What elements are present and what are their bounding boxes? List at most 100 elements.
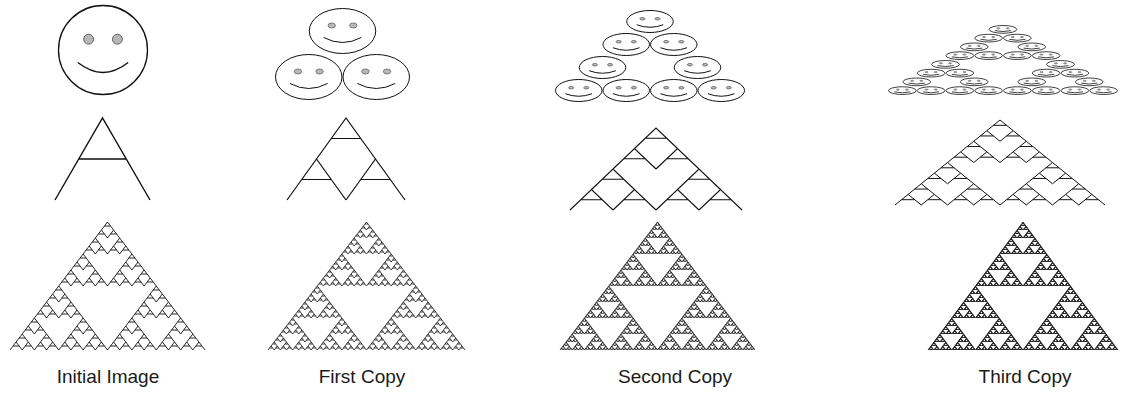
face-outline: [59, 6, 148, 95]
face-outline: [579, 57, 626, 79]
face-outline: [1061, 87, 1089, 95]
face-eye: [934, 71, 937, 72]
face-smile: [708, 94, 735, 97]
face-smile: [1038, 74, 1054, 76]
face-outline: [1018, 43, 1046, 51]
face-eye: [1011, 54, 1014, 55]
face-outline: [946, 69, 974, 77]
face-smile: [1096, 91, 1112, 93]
face-eye: [294, 69, 301, 74]
face-eye: [1049, 71, 1052, 72]
face-outline: [1075, 78, 1103, 86]
face-eye: [968, 45, 971, 46]
face-eye: [896, 89, 899, 90]
smiley-face: [917, 87, 945, 95]
face-eye: [640, 17, 645, 20]
smiley-face: [603, 34, 650, 56]
face-smile: [1067, 91, 1083, 93]
face-eye: [1107, 89, 1110, 90]
face-eye: [925, 71, 928, 72]
smiley-face: [1018, 78, 1046, 86]
smiley-face: [975, 34, 1003, 42]
sierpinski-figure: [287, 118, 405, 200]
smiley-face: [579, 57, 626, 79]
face-eye: [1049, 89, 1052, 90]
smiley-face: [975, 87, 1003, 95]
face-eye: [1020, 89, 1023, 90]
face-outline: [1047, 61, 1075, 69]
face-eye: [584, 86, 589, 89]
smiley-face: [603, 80, 650, 102]
smiley-face: [1061, 69, 1089, 77]
face-outline: [889, 87, 917, 95]
column-caption: First Copy: [319, 366, 406, 389]
face-smile: [613, 48, 640, 51]
face-eye: [1083, 80, 1086, 81]
face-smile: [1024, 48, 1040, 50]
face-eye: [982, 36, 985, 37]
face-smile: [660, 94, 687, 97]
face-eye: [1054, 63, 1057, 64]
smiley-face: [309, 9, 376, 54]
smiley-figure: [276, 9, 410, 100]
face-smile: [923, 74, 939, 76]
face-eye: [992, 54, 995, 55]
face-smile: [78, 63, 128, 73]
face-eye: [383, 69, 390, 74]
face-smile: [1009, 39, 1025, 41]
face-eye: [687, 63, 692, 66]
face-eye: [631, 86, 636, 89]
face-eye: [982, 89, 985, 90]
face-outline: [989, 26, 1017, 34]
face-smile: [937, 65, 953, 67]
face-outline: [603, 80, 650, 102]
sierpinski-figure: [268, 222, 465, 350]
smiley-face: [975, 52, 1003, 60]
face-outline: [1004, 34, 1032, 42]
face-eye: [679, 40, 684, 43]
face-outline: [946, 52, 974, 60]
face-outline: [1032, 87, 1060, 95]
face-eye: [1064, 63, 1067, 64]
face-outline: [975, 34, 1003, 42]
smiley-face: [627, 11, 674, 33]
face-eye: [939, 63, 942, 64]
smiley-face: [59, 6, 148, 95]
smiley-face: [651, 34, 698, 56]
smiley-face: [932, 61, 960, 69]
face-eye: [631, 40, 636, 43]
smiley-face: [1061, 87, 1089, 95]
smiley-face: [1032, 87, 1060, 95]
face-smile: [565, 94, 592, 97]
smiley-face: [960, 78, 988, 86]
face-outline: [960, 43, 988, 51]
face-outline: [1032, 69, 1060, 77]
face-outline: [960, 78, 988, 86]
face-outline: [946, 87, 974, 95]
face-smile: [290, 83, 328, 88]
face-smile: [613, 94, 640, 97]
face-smile: [923, 91, 939, 93]
face-eye: [1097, 89, 1100, 90]
face-outline: [309, 9, 376, 54]
face-outline: [1004, 52, 1032, 60]
face-smile: [1009, 91, 1025, 93]
smiley-figure: [889, 26, 1118, 95]
face-eye: [954, 54, 957, 55]
face-smile: [324, 37, 362, 42]
face-eye: [954, 89, 957, 90]
face-smile: [637, 25, 664, 28]
face-eye: [977, 80, 980, 81]
face-smile: [684, 71, 711, 74]
smiley-face: [276, 55, 343, 100]
face-eye: [968, 80, 971, 81]
face-outline: [627, 11, 674, 33]
face-eye: [84, 34, 94, 44]
face-outline: [276, 55, 343, 100]
smiley-face: [1075, 78, 1103, 86]
smiley-face: [1032, 52, 1060, 60]
face-smile: [952, 56, 968, 58]
face-outline: [556, 80, 603, 102]
smiley-face: [903, 78, 931, 86]
